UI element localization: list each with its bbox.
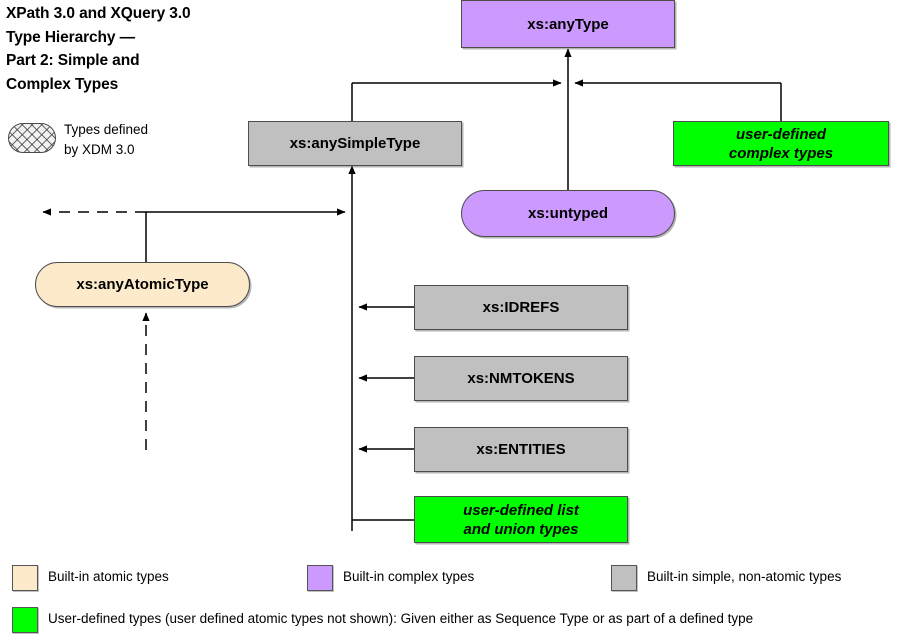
legend-swatch-simple-nonatomic	[611, 565, 637, 591]
node-xs-entities[interactable]: xs:ENTITIES	[414, 427, 628, 472]
xdm-legend-label: Types defined by XDM 3.0	[64, 122, 149, 157]
legend-label-atomic: Built-in atomic types	[48, 569, 169, 584]
legend-label-user-defined: User-defined types (user defined atomic …	[48, 611, 754, 626]
node-user-defined-list-and-union-types[interactable]: user-defined list and union types	[414, 496, 628, 543]
diagram-title: XPath 3.0 and XQuery 3.0 Type Hierarchy …	[6, 5, 191, 93]
node-user-defined-complex-types[interactable]: user-defined complex types	[673, 121, 889, 166]
legend-swatch-atomic	[12, 565, 38, 591]
node-xs-anysimpletype[interactable]: xs:anySimpleType	[248, 121, 462, 166]
hatched-rounded-swatch-icon	[8, 123, 56, 153]
legend-swatch-user-defined	[12, 607, 38, 633]
node-xs-untyped[interactable]: xs:untyped	[461, 190, 675, 237]
legend-swatch-complex	[307, 565, 333, 591]
node-xs-anyatomictype[interactable]: xs:anyAtomicType	[35, 262, 250, 307]
legend-label-complex: Built-in complex types	[343, 569, 475, 584]
legend-label-simple-nonatomic: Built-in simple, non-atomic types	[647, 569, 842, 584]
node-xs-anytype[interactable]: xs:anyType	[461, 0, 675, 48]
xdm-legend: Types defined by XDM 3.0	[8, 120, 248, 170]
node-xs-idrefs[interactable]: xs:IDREFS	[414, 285, 628, 330]
node-xs-nmtokens[interactable]: xs:NMTOKENS	[414, 356, 628, 401]
